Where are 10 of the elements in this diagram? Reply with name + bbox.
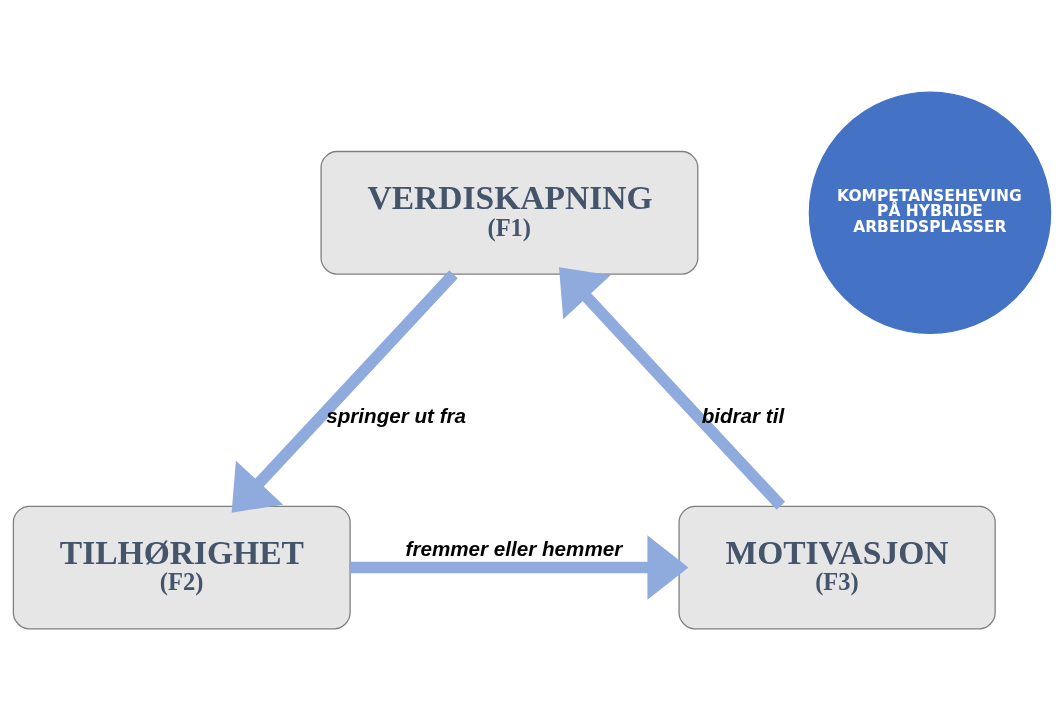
edge-label: fremmer eller hemmer bbox=[405, 536, 623, 560]
arrow bbox=[559, 266, 786, 510]
node-box: VERDISKAPNING (F1) bbox=[320, 150, 699, 275]
node-circle: KOMPETANSEHEVING PÅ HYBRIDE ARBEIDSPLASSER bbox=[808, 91, 1052, 334]
edge-label: springer ut fra bbox=[326, 403, 467, 427]
node-box: TILHØRIGHET (F2) bbox=[12, 505, 351, 629]
arrow bbox=[231, 269, 458, 513]
node-box: MOTIVASJON (F3) bbox=[678, 505, 996, 629]
edge-label: bidrar til bbox=[701, 403, 785, 427]
arrow bbox=[350, 534, 689, 600]
